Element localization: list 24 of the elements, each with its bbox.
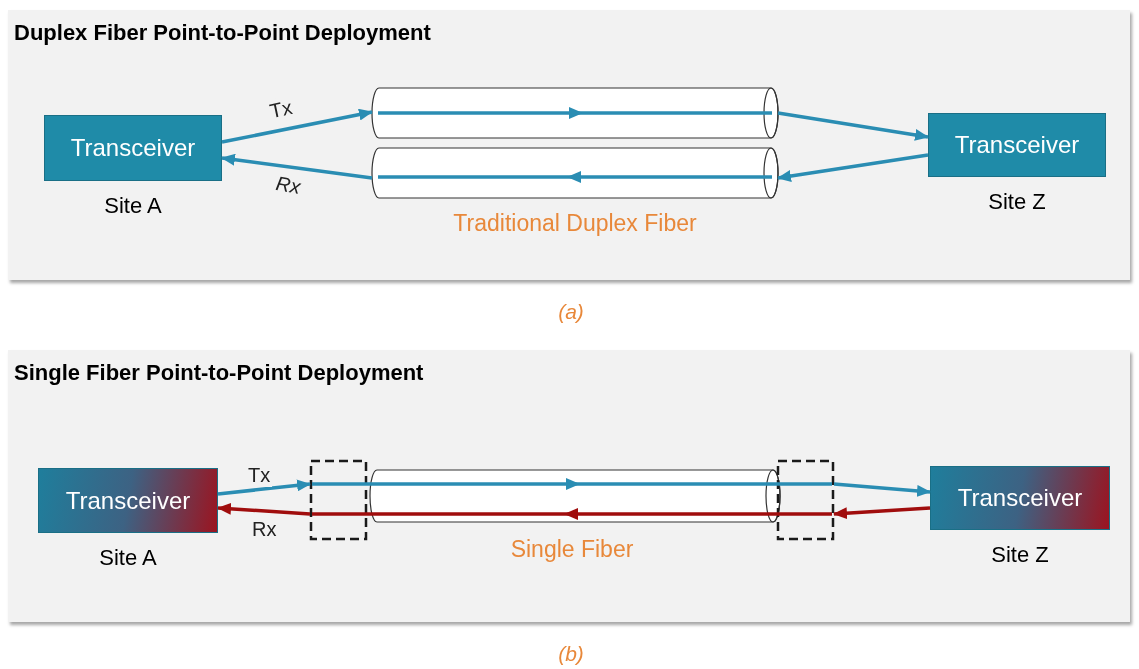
arrow: [217, 502, 311, 516]
transceiver-box: Transceiver: [38, 468, 218, 533]
figure-caption: (b): [558, 642, 584, 666]
transceiver-box: Transceiver: [930, 466, 1110, 530]
figure-caption: (a): [558, 300, 584, 324]
panel-heading: Duplex Fiber Point-to-Point Deployment: [14, 20, 431, 46]
fiber-label: Single Fiber: [510, 536, 634, 563]
arrow: [777, 153, 929, 182]
arrow: [217, 479, 311, 496]
arrow: [777, 111, 929, 141]
site-label: Site Z: [991, 542, 1049, 568]
panel-heading: Single Fiber Point-to-Point Deployment: [14, 360, 424, 386]
transceiver-box: Transceiver: [44, 115, 222, 181]
arrow: [221, 108, 373, 144]
fiber-label: Traditional Duplex Fiber: [453, 210, 697, 237]
transceiver-box: Transceiver: [928, 113, 1106, 177]
panel-background: [8, 350, 1130, 622]
site-label: Site Z: [988, 189, 1046, 215]
arrow: [833, 506, 931, 520]
panel-background: [8, 10, 1130, 280]
arrow: [221, 153, 373, 180]
site-label: Site A: [99, 545, 157, 571]
site-label: Site A: [104, 193, 162, 219]
arrow: [833, 482, 931, 497]
